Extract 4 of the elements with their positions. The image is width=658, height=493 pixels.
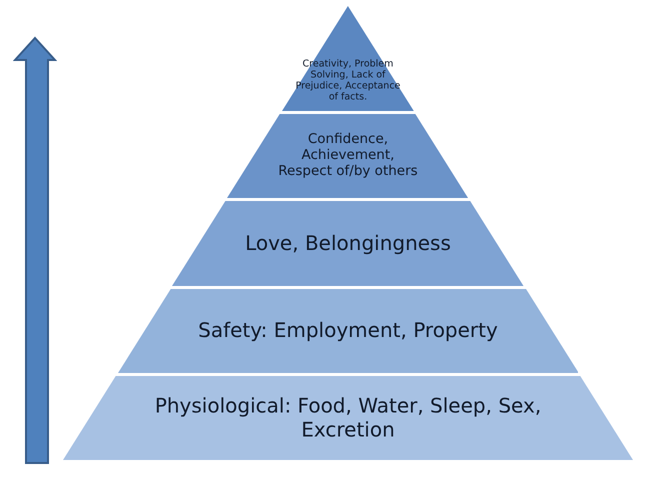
tier-label: Love, Belongingness	[244, 232, 452, 256]
tier-label: Safety: Employment, Property	[197, 319, 499, 343]
tier-label: Confidence, Achievement, Respect of/by others	[277, 132, 419, 180]
tier-label: Physiological: Food, Water, Sleep, Sex, Excretion	[154, 394, 542, 442]
